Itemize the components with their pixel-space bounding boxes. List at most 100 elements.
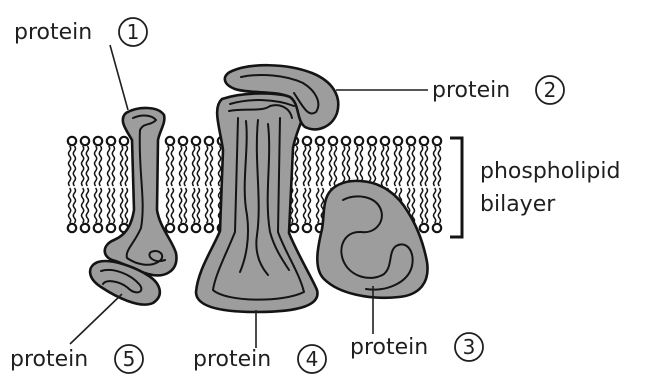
- label-protein-4: protein 4: [193, 345, 326, 373]
- phospholipid-tail: [125, 146, 127, 186]
- phospholipid-tail: [197, 146, 199, 186]
- label-protein-5: protein 5: [10, 345, 143, 373]
- phospholipid-tail: [171, 188, 173, 223]
- phospholipid-tail: [408, 146, 410, 186]
- phospholipid-head: [179, 137, 187, 145]
- phospholipid-tail: [308, 188, 310, 223]
- phospholipid-tail: [304, 188, 306, 223]
- phospholipid-tail: [210, 146, 212, 186]
- phospholipid-tail: [421, 188, 423, 223]
- label-bilayer: phospholipid bilayer: [480, 159, 620, 217]
- phospholipid-head: [368, 137, 376, 145]
- protein-3-shape: [317, 181, 427, 298]
- phospholipid-tail: [180, 188, 182, 223]
- label-protein-4-text: protein: [193, 347, 271, 372]
- phospholipid-head: [205, 137, 213, 145]
- phospholipid-tail: [69, 146, 71, 186]
- label-protein-1-number: 1: [127, 20, 140, 44]
- phospholipid-tail: [343, 146, 345, 186]
- bilayer-bracket: [450, 138, 462, 237]
- phospholipid-tail: [108, 188, 110, 223]
- phospholipid-tail: [425, 146, 427, 186]
- phospholipid-tail: [86, 188, 88, 223]
- phospholipid-tail: [330, 146, 332, 186]
- phospholipid-tail: [171, 146, 173, 186]
- phospholipid-tail: [412, 146, 414, 186]
- phospholipid-tail: [304, 146, 306, 186]
- label-protein-2: protein 2: [432, 76, 564, 104]
- phospholipid-tail: [184, 146, 186, 186]
- label-bilayer-line1: phospholipid: [480, 159, 620, 184]
- phospholipid-tail: [82, 146, 84, 186]
- phospholipid-head: [166, 137, 174, 145]
- label-protein-3: protein 3: [350, 333, 483, 361]
- phospholipid-tail: [438, 188, 440, 223]
- phospholipid-tail: [184, 188, 186, 223]
- phospholipid-tail: [421, 146, 423, 186]
- phospholipid-head: [381, 137, 389, 145]
- label-protein-1-text: protein: [14, 20, 92, 45]
- phospholipid-tail: [167, 146, 169, 186]
- label-protein-3-text: protein: [350, 335, 428, 360]
- label-protein-4-number: 4: [306, 347, 319, 371]
- phospholipid-tail: [321, 146, 323, 186]
- phospholipid-head: [290, 224, 298, 232]
- phospholipid-tail: [86, 146, 88, 186]
- phospholipid-head: [433, 224, 441, 232]
- label-protein-1: protein 1: [14, 18, 147, 46]
- phospholipid-tail: [99, 146, 101, 186]
- label-protein-2-text: protein: [432, 78, 510, 103]
- phospholipid-tail: [434, 188, 436, 223]
- phospholipid-head: [342, 137, 350, 145]
- phospholipid-tail: [108, 146, 110, 186]
- phospholipid-head: [420, 224, 428, 232]
- phospholipid-tail: [121, 188, 123, 223]
- phospholipid-head: [107, 224, 115, 232]
- leader-line-protein-1: [110, 45, 128, 110]
- phospholipid-tail: [395, 146, 397, 186]
- phospholipid-head: [120, 137, 128, 145]
- phospholipid-head: [94, 137, 102, 145]
- phospholipid-tail: [121, 146, 123, 186]
- leader-line-protein-5: [70, 294, 122, 344]
- phospholipid-head: [407, 137, 415, 145]
- label-protein-5-number: 5: [123, 347, 136, 371]
- phospholipid-tail: [206, 146, 208, 186]
- phospholipid-tail: [308, 146, 310, 186]
- phospholipid-tail: [334, 146, 336, 186]
- phospholipid-tail: [295, 188, 297, 223]
- label-protein-5-text: protein: [10, 347, 88, 372]
- phospholipid-tail: [73, 188, 75, 223]
- phospholipid-tail: [425, 188, 427, 223]
- phospholipid-head: [81, 137, 89, 145]
- phospholipid-head: [433, 137, 441, 145]
- phospholipid-tail: [438, 146, 440, 186]
- phospholipid-tail: [180, 146, 182, 186]
- phospholipid-tail: [295, 146, 297, 186]
- phospholipid-tail: [95, 188, 97, 223]
- phospholipid-head: [329, 137, 337, 145]
- phospholipid-head: [192, 224, 200, 232]
- phospholipid-tail: [197, 188, 199, 223]
- phospholipid-tail: [219, 146, 221, 186]
- phospholipid-tail: [193, 146, 195, 186]
- phospholipid-tail: [317, 188, 319, 223]
- phospholipid-tail: [347, 146, 349, 186]
- phospholipid-tail: [125, 188, 127, 223]
- label-bilayer-line2: bilayer: [480, 192, 556, 217]
- phospholipid-tail: [382, 146, 384, 186]
- phospholipid-tail: [167, 188, 169, 223]
- phospholipid-tail: [95, 146, 97, 186]
- phospholipid-tail: [99, 188, 101, 223]
- phospholipid-tail: [112, 146, 114, 186]
- phospholipid-tail: [373, 146, 375, 186]
- phospholipid-tail: [386, 146, 388, 186]
- phospholipid-head: [81, 224, 89, 232]
- phospholipid-head: [68, 137, 76, 145]
- phospholipid-head: [179, 224, 187, 232]
- phospholipid-tail: [112, 188, 114, 223]
- phospholipid-head: [166, 224, 174, 232]
- phospholipid-head: [303, 224, 311, 232]
- phospholipid-head: [94, 224, 102, 232]
